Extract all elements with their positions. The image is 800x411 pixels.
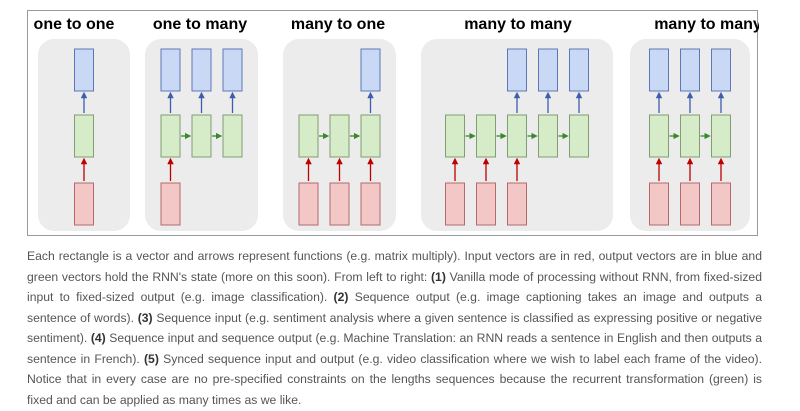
hidden-state-vector [476,114,496,158]
hidden-state-vector [160,114,181,158]
input-vector [507,182,527,226]
output-vector [160,48,181,92]
caption-text-2: Sequence output (e.g. image captioning t… [27,290,762,325]
output-vector [74,48,94,92]
hidden-state-vector [507,114,527,158]
caption-text-4: Sequence input and sequence output (e.g.… [27,331,762,366]
caption-number-1: (1) [430,269,446,284]
input-vector [680,182,700,226]
output-vector [711,48,731,92]
panel-5 [630,39,750,231]
hidden-state-vector [711,114,731,158]
caption-number-3: (3) [137,310,153,325]
input-vector [74,182,94,226]
input-vector [445,182,465,226]
panel-title: many to many [464,16,572,33]
output-vector [649,48,669,92]
panel-title: one to one [34,16,115,33]
caption-intro: Each rectangle is a vector and arrows re… [27,249,762,284]
caption-text-1: Vanilla mode of processing without RNN, … [27,269,762,305]
hidden-state-vector [445,114,465,158]
output-vector [222,48,243,92]
figure-caption: Each rectangle is a vector and arrows re… [27,246,762,410]
output-vector [538,48,558,92]
panel-2 [145,39,258,231]
output-vector [680,48,700,92]
output-vector [569,48,589,92]
panel-title: many to one [291,16,385,33]
hidden-state-vector [680,114,700,158]
hidden-state-vector [360,114,381,158]
input-vector [711,182,731,226]
hidden-state-vector [298,114,319,158]
hidden-state-vector [538,114,558,158]
input-vector [298,182,319,226]
hidden-state-vector [74,114,94,158]
input-vector [476,182,496,226]
panel-title: one to many [153,16,247,33]
hidden-state-vector [222,114,243,158]
rnn-diagram-figure: one to one one to many many to one many to … [27,10,759,236]
output-vector [360,48,381,92]
panel-4 [421,39,613,231]
rnn-diagram: one to one one to many many to one many to … [34,16,759,231]
panel-1 [38,39,130,231]
caption-text-5: Synced sequence input and output (e.g. v… [27,351,762,407]
input-vector [329,182,350,226]
caption-number-4: (4) [90,331,106,345]
hidden-state-vector [649,114,669,158]
caption-number-5: (5) [144,351,159,366]
caption-text-3: Sequence input (e.g. sentiment analysis … [27,310,762,346]
input-vector [160,182,181,226]
hidden-state-vector [329,114,350,158]
input-vector [360,182,381,226]
caption-number-2: (2) [333,290,349,304]
hidden-state-vector [191,114,212,158]
output-vector [507,48,527,92]
hidden-state-vector [569,114,589,158]
output-vector [191,48,212,92]
panel-title: many to many [654,16,759,33]
input-vector [649,182,669,226]
panel-3 [283,39,396,231]
